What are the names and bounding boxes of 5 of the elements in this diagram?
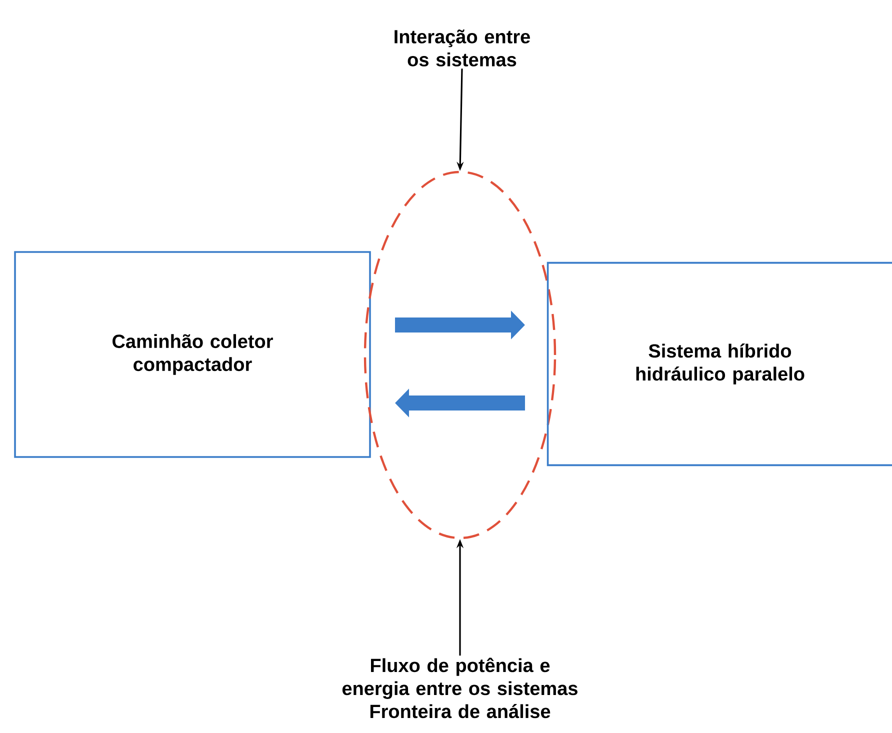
boundary-ellipse <box>364 170 556 540</box>
truck-box: Caminhão coletor compactador <box>14 251 371 458</box>
annotation-text: Interação entre os sistemas <box>394 30 530 66</box>
annotation-text: Fluxo de potência e energia entre os sistemas Fronteira de análise <box>342 658 578 718</box>
system-box: Sistema híbrido hidráulico paralelo <box>546 262 892 466</box>
